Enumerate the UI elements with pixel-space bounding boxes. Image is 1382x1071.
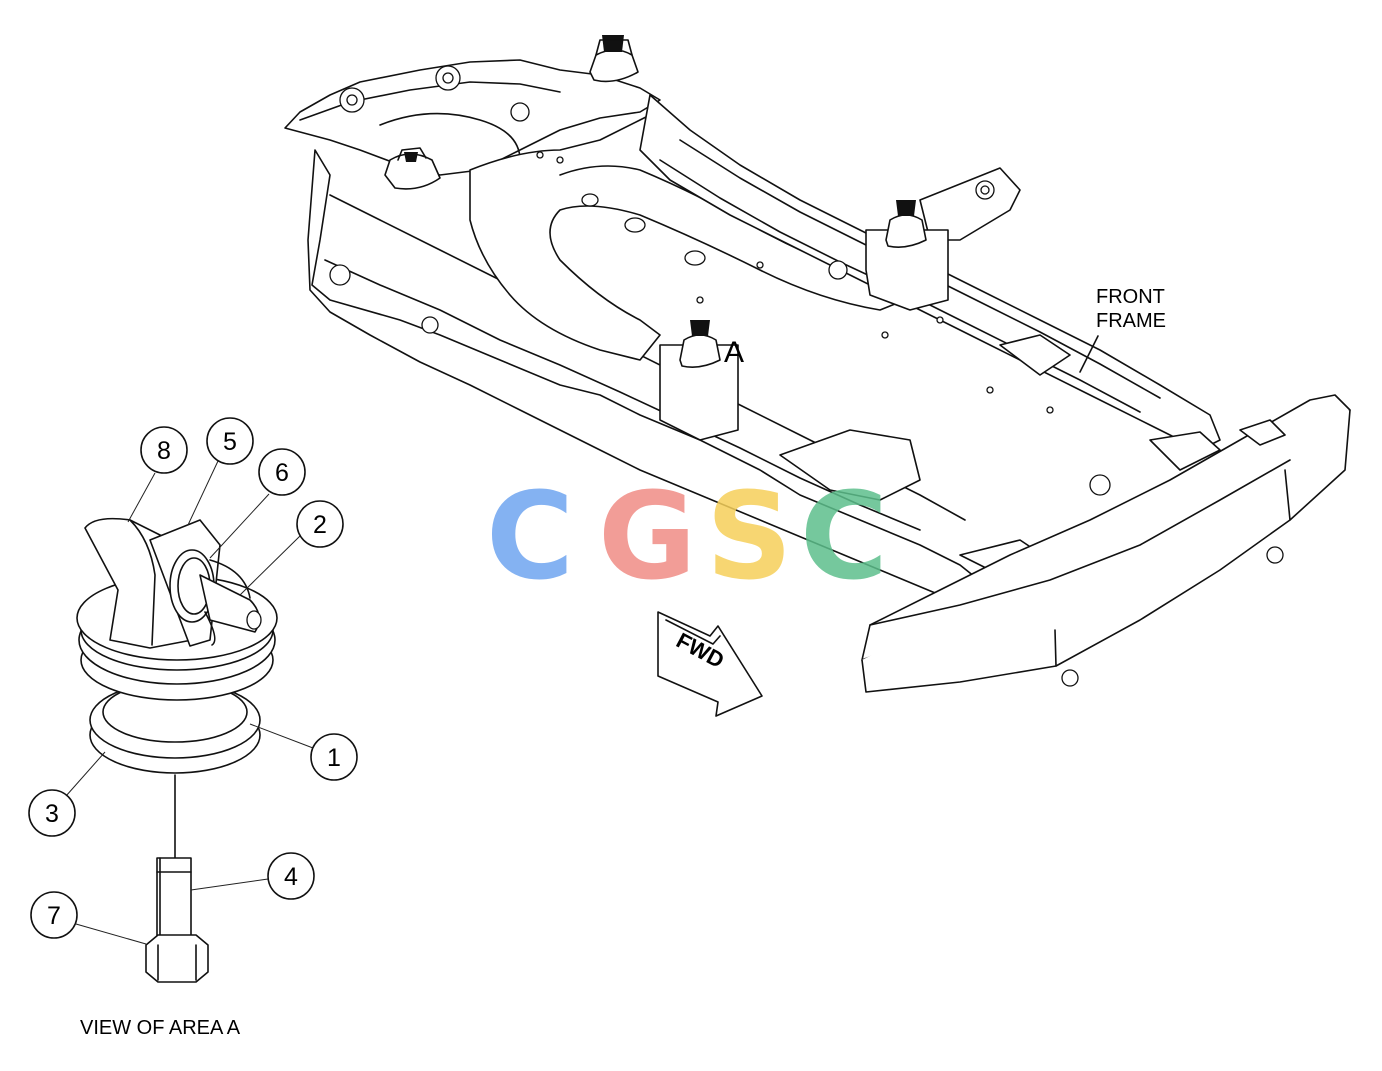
- watermark-letter-s: S: [706, 468, 792, 607]
- frame-mount-rear-right: [589, 35, 639, 83]
- callout-7-text: 7: [47, 902, 61, 930]
- callouts: 1 2 3 4 5 6 7: [28, 417, 358, 945]
- frame-mount-rear-left: [384, 147, 441, 190]
- view-caption: VIEW OF AREA A: [80, 1017, 241, 1039]
- frame-mount-front-right: [865, 200, 949, 311]
- cgsc-watermark: C G S C: [486, 468, 888, 607]
- front-frame-label: FRONT FRAME: [1079, 286, 1166, 373]
- callout-4: 4: [190, 852, 315, 900]
- frame-holes: [329, 151, 1111, 496]
- fwd-arrow: FWD: [657, 611, 763, 717]
- callout-6-text: 6: [275, 459, 289, 487]
- frame-mount-front-left: [659, 320, 739, 441]
- mount-detail-drawing: [76, 517, 278, 983]
- callout-5-text: 5: [223, 428, 237, 456]
- watermark-letter-c2: C: [800, 468, 888, 607]
- callout-5: 5: [187, 417, 254, 526]
- area-a-marker: A: [724, 336, 744, 369]
- callout-3-text: 3: [45, 800, 59, 828]
- callout-6: 6: [209, 448, 306, 559]
- callout-7: 7: [30, 891, 147, 945]
- watermark-letter-g: G: [598, 468, 697, 607]
- callout-8-text: 8: [157, 437, 171, 465]
- callout-3: 3: [28, 751, 106, 837]
- front-frame-label-line2: FRAME: [1096, 310, 1166, 332]
- front-frame-drawing: [284, 35, 1351, 693]
- watermark-letter-c1: C: [486, 468, 574, 607]
- callout-8: 8: [127, 426, 188, 523]
- callout-1: 1: [249, 723, 358, 781]
- callout-1-text: 1: [327, 744, 341, 772]
- callout-2-text: 2: [313, 511, 327, 539]
- callout-4-text: 4: [284, 863, 298, 891]
- callout-2: 2: [239, 500, 344, 596]
- front-frame-label-line1: FRONT: [1096, 286, 1165, 308]
